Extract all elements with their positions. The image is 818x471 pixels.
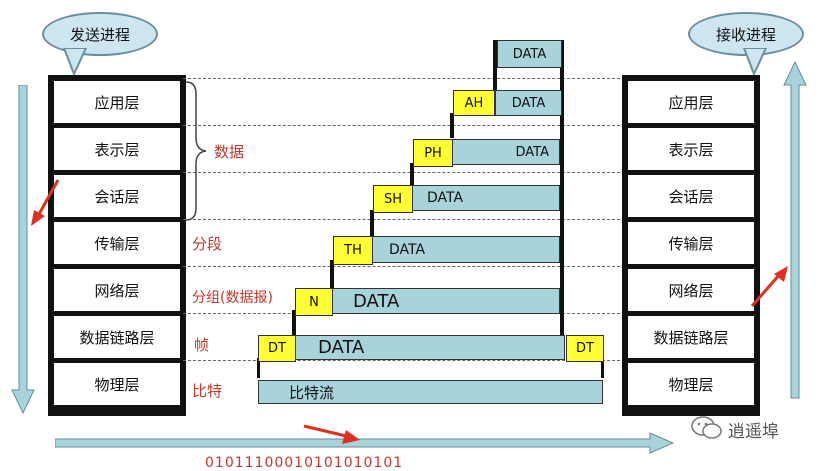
sender-stack: 应用层 表示层 会话层 传输层 网络层 数据链路层 物理层 xyxy=(48,75,186,416)
phys-right-line xyxy=(601,358,604,378)
sess-data-bar: DATA xyxy=(412,185,560,211)
annotation-packet: 分组(数据报) xyxy=(192,290,273,306)
pres-data-bar: DATA xyxy=(452,139,560,165)
sender-layer-datalink: 数据链路层 xyxy=(54,316,180,358)
sh-label: SH xyxy=(383,191,403,207)
phys-left-line xyxy=(257,358,260,378)
up-flow-arrow xyxy=(783,60,807,399)
trans-data-label: DATA xyxy=(389,241,426,258)
trans-data-bar: DATA xyxy=(372,236,560,263)
ph-label: PH xyxy=(424,145,442,161)
sender-layer-application: 应用层 xyxy=(54,81,180,123)
separator-2 xyxy=(183,125,620,126)
data-right-line xyxy=(560,40,564,350)
receiver-title: 接收进程 xyxy=(715,25,776,44)
dt-left-label: DT xyxy=(268,341,286,356)
net-data-label: DATA xyxy=(353,290,400,312)
receiver-stack: 应用层 表示层 会话层 传输层 网络层 数据链路层 物理层 xyxy=(622,75,760,416)
red-arrow-up-right xyxy=(750,266,788,307)
red-arrow-right xyxy=(303,424,360,444)
app-data-top-label: DATA xyxy=(512,46,547,62)
dt-header-left: DT xyxy=(258,335,296,362)
app-data-bar: DATA xyxy=(495,90,562,116)
annotation-segment: 分段 xyxy=(192,235,223,253)
dt-right-label: DT xyxy=(576,341,594,356)
sender-layer-presentation: 表示层 xyxy=(54,128,180,170)
receiver-layer-application: 应用层 xyxy=(628,81,754,123)
separator-3 xyxy=(183,172,620,173)
receiver-layer-network: 网络层 xyxy=(628,269,754,311)
data-brace xyxy=(185,81,207,221)
watermark-text: 逍遥埠 xyxy=(728,422,779,442)
down-flow-arrow xyxy=(11,85,35,415)
ah-label: AH xyxy=(464,95,484,111)
dl-data-label: DATA xyxy=(318,337,365,358)
separator-1 xyxy=(183,78,620,79)
sender-layer-session: 会话层 xyxy=(54,175,180,217)
receiver-layer-session: 会话层 xyxy=(628,175,754,217)
pres-data-label: DATA xyxy=(515,144,550,160)
bitstream-bar: 比特流 xyxy=(258,380,603,404)
app-data-label: DATA xyxy=(511,95,546,111)
net-data-bar: DATA xyxy=(332,288,560,314)
separator-7 xyxy=(183,360,620,361)
receiver-layer-presentation: 表示层 xyxy=(628,128,754,170)
dl-step-line xyxy=(292,310,296,335)
separator-4 xyxy=(183,219,620,220)
n-header: N xyxy=(295,288,333,316)
receiver-layer-datalink: 数据链路层 xyxy=(628,316,754,358)
annotation-bits: 比特 xyxy=(192,382,223,400)
sender-bubble-tail xyxy=(62,48,88,76)
th-header: TH xyxy=(333,236,373,265)
annotation-frame: 帧 xyxy=(194,336,210,354)
n-label: N xyxy=(309,294,319,310)
bitstream-label: 比特流 xyxy=(289,383,335,402)
ph-header: PH xyxy=(413,139,453,167)
sender-layer-network: 网络层 xyxy=(54,269,180,311)
receiver-bubble-tail xyxy=(742,48,768,76)
sh-header: SH xyxy=(373,185,413,213)
sess-step-line xyxy=(410,163,414,185)
app-data-top: DATA xyxy=(497,40,562,68)
ah-header: AH xyxy=(453,90,495,116)
bottom-bit-sequence: 01011100010101010101 xyxy=(205,455,404,471)
net-step-line xyxy=(330,260,334,288)
receiver-layer-physical: 物理层 xyxy=(628,363,754,405)
receiver-layer-transport: 传输层 xyxy=(628,222,754,264)
app-step-line xyxy=(493,40,497,90)
dl-data-bar: DATA xyxy=(295,335,565,360)
trans-step-line xyxy=(370,210,374,236)
separator-5 xyxy=(183,266,620,267)
annotation-data: 数据 xyxy=(214,143,245,161)
sender-layer-physical: 物理层 xyxy=(54,363,180,405)
sender-bubble: 发送进程 xyxy=(42,12,158,56)
sender-title: 发送进程 xyxy=(69,25,130,44)
th-label: TH xyxy=(344,243,362,258)
wechat-icon xyxy=(691,416,722,439)
right-flow-arrow xyxy=(55,432,675,454)
pres-step-line xyxy=(450,113,454,138)
sess-data-label: DATA xyxy=(427,190,464,206)
red-arrow-down-left xyxy=(31,179,60,226)
dt-header-right: DT xyxy=(566,335,604,362)
sender-layer-transport: 传输层 xyxy=(54,222,180,264)
